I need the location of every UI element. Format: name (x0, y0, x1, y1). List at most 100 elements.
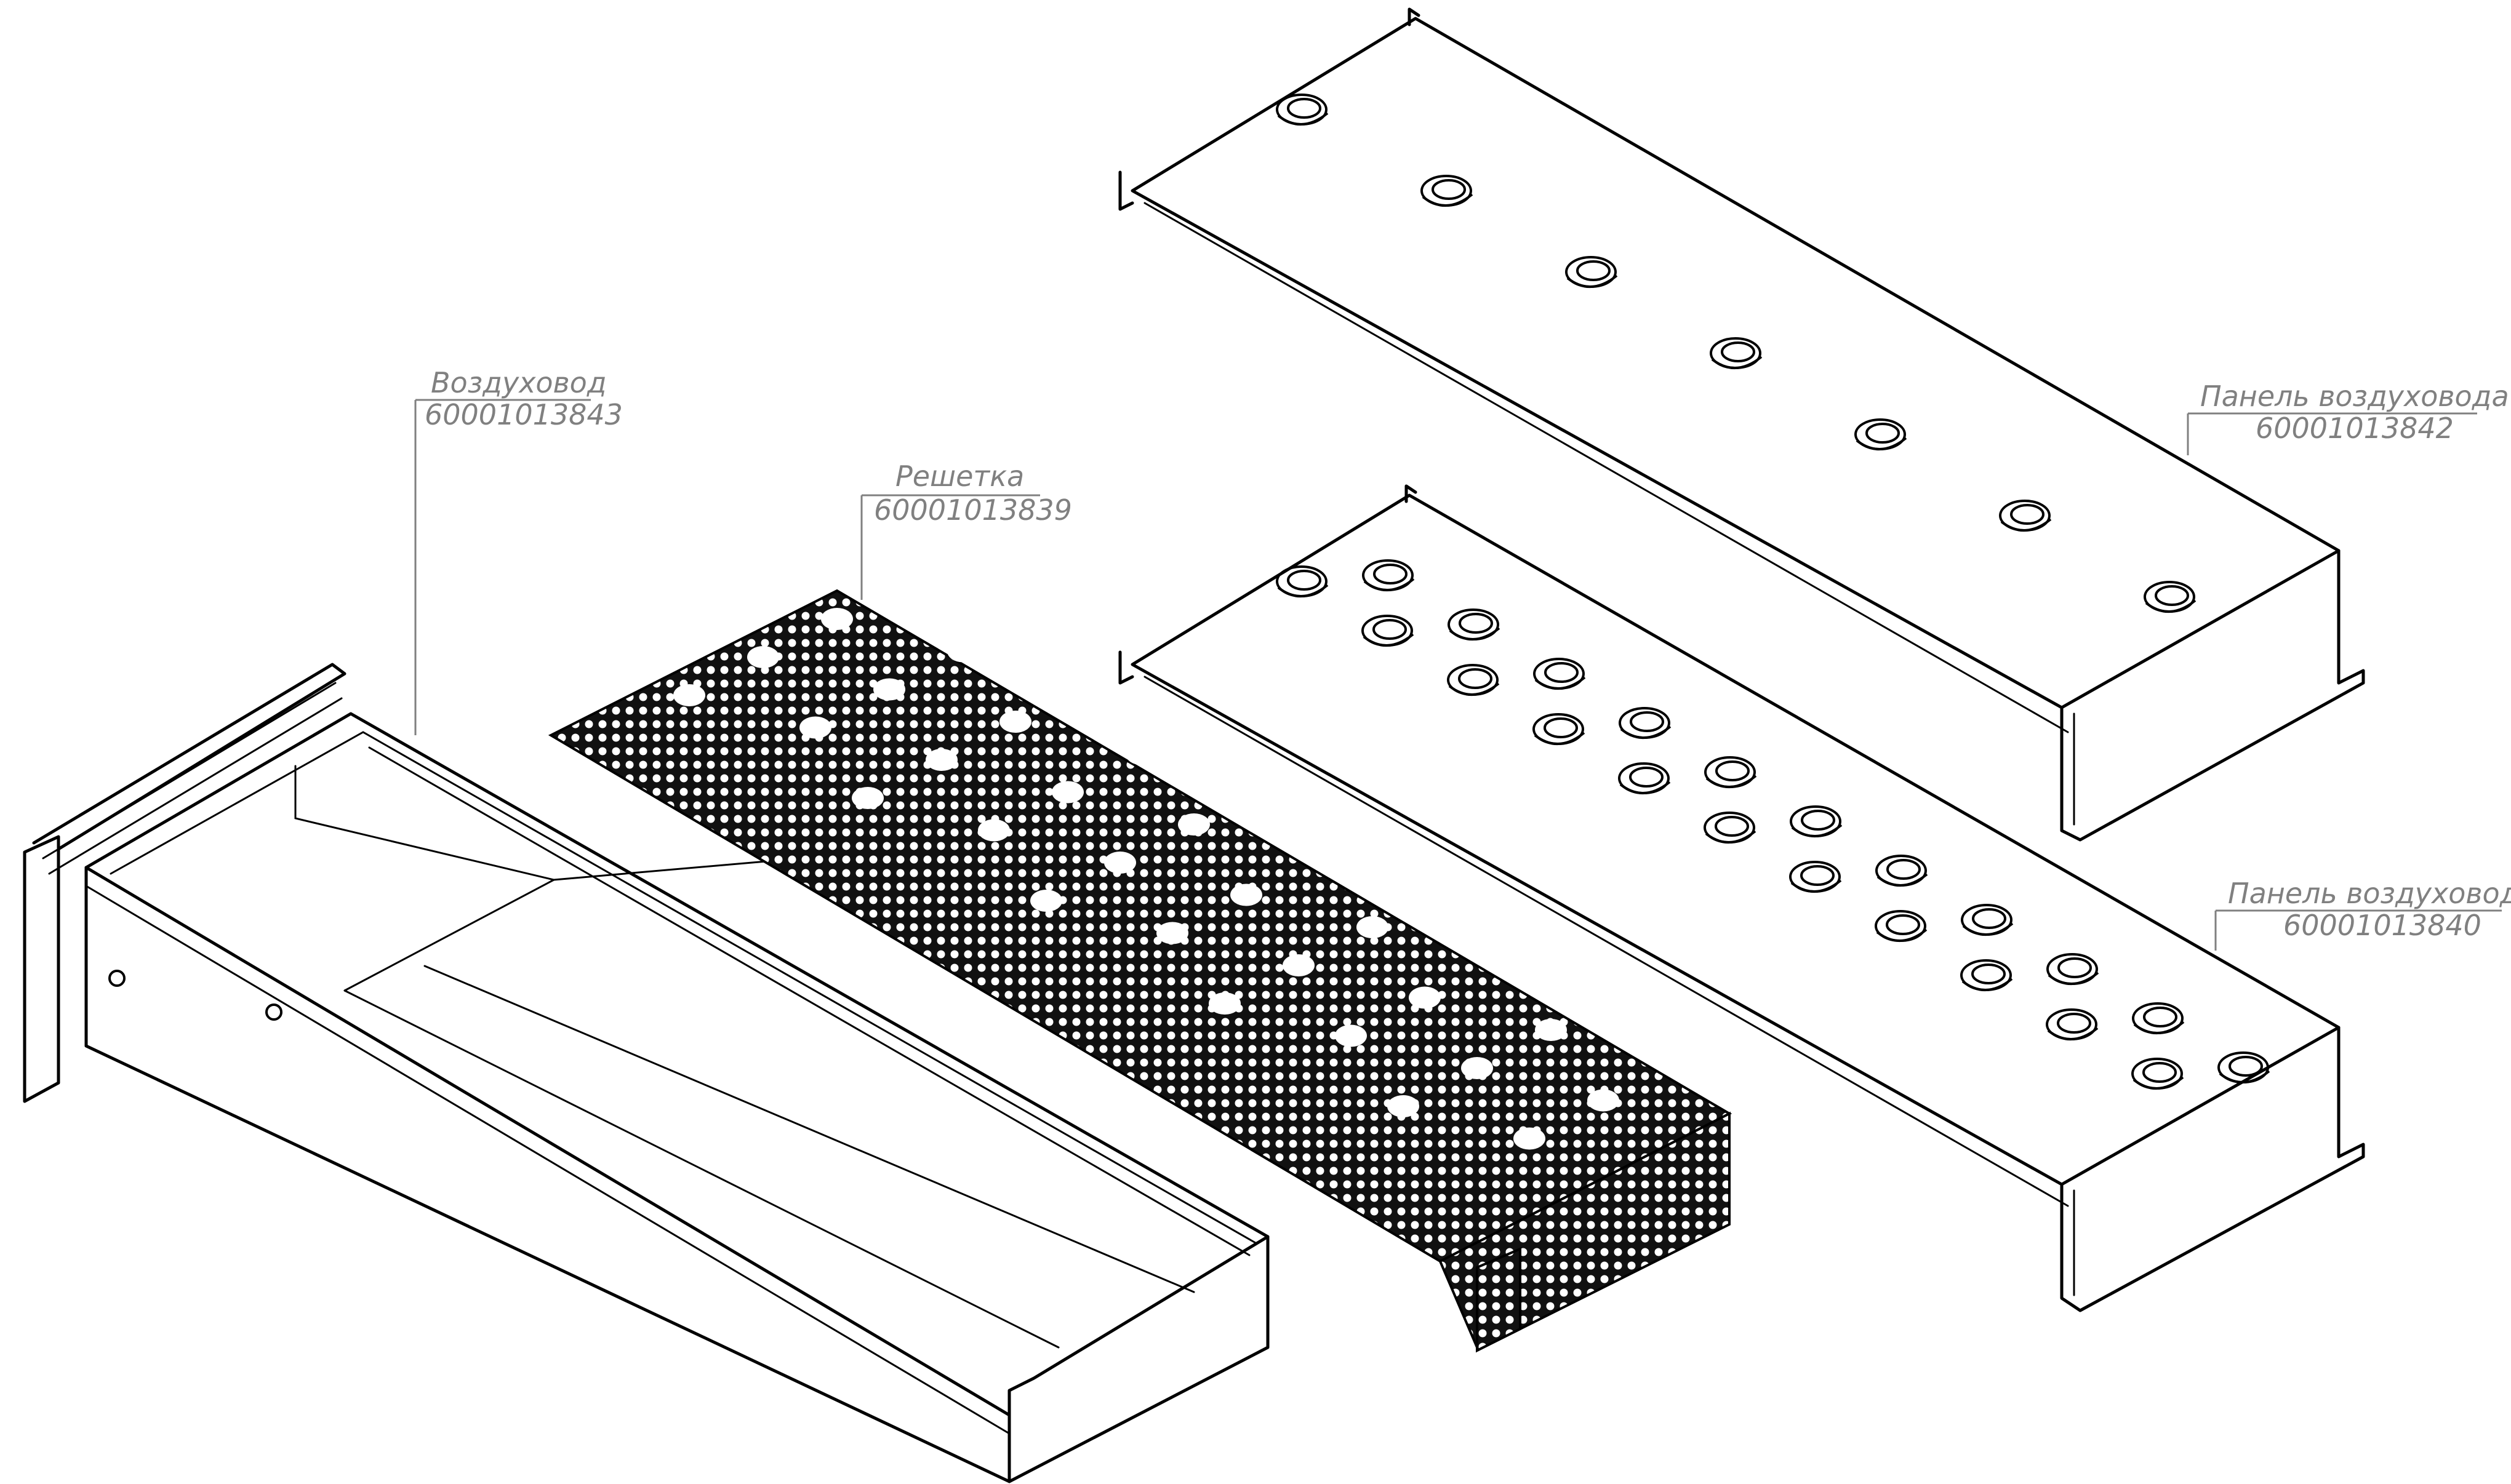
grille-hole-6 (873, 678, 905, 701)
callout-panel-bottom-name: Панель воздуховода (2228, 877, 2511, 910)
panel-top-hole-4 (1710, 337, 1763, 369)
grille-hole-15 (1126, 743, 1158, 765)
callout-panel-bottom-number: 60001013840 (2283, 909, 2481, 942)
panel-top-flange-left (1118, 170, 1134, 211)
duct-side-edge (85, 885, 1011, 1435)
panel-bottom-hole-10 (1704, 756, 1757, 788)
panel-bottom-hole-6 (1533, 658, 1586, 690)
grille-hole-19 (1178, 813, 1210, 836)
callout-panel-top: Панель воздуховода 60001013842 (2187, 380, 2509, 455)
panel-top-hole-2 (1420, 175, 1473, 207)
grille-top-face (548, 589, 1732, 1263)
panel-bottom-hole-13 (1789, 861, 1842, 893)
panel-bottom-front-wall (2060, 1026, 2365, 1312)
duct-flange-rail (32, 663, 346, 851)
duct-top-rail (84, 712, 1270, 1300)
grille-large-holes (673, 570, 1693, 1150)
panel-top-holes (1276, 94, 2197, 613)
grille-hole-17 (1030, 890, 1062, 912)
panel-bottom-hole-12 (1790, 805, 1843, 837)
callout-panel-top-name: Панель воздуховода (2200, 380, 2509, 413)
grille-end-tab (1476, 1247, 1521, 1353)
grille-hole-20 (1252, 775, 1284, 797)
panel-bottom-hole-19 (2046, 1008, 2099, 1040)
panel-top-hole-6 (1999, 500, 2052, 532)
duct-inner-groove (423, 965, 1195, 1293)
grille-hole-23 (1304, 845, 1336, 868)
duct-top-rail-inner-2 (368, 746, 1251, 1256)
panel-bottom-part (1118, 484, 2365, 1312)
grille-hole-18 (1104, 852, 1136, 874)
panel-bottom-hole-16 (1961, 904, 2014, 936)
grille-hole-26 (1283, 954, 1315, 976)
grille-hole-36 (1609, 981, 1641, 1003)
grille-hole-9 (852, 787, 884, 809)
grille-hole-38 (1587, 1089, 1619, 1112)
panel-bottom-hole-18 (2046, 953, 2099, 985)
grille-hole-11 (999, 711, 1031, 733)
panel-bottom-hole-2 (1362, 559, 1415, 591)
grille-hole-12 (1073, 672, 1105, 695)
panel-bottom-hole-5 (1447, 664, 1500, 696)
panel-top-hole-3 (1565, 256, 1618, 288)
panel-top-hole-7 (2144, 581, 2197, 613)
grille-hole-22 (1230, 884, 1262, 906)
grille-hole-2 (747, 646, 779, 668)
panel-bottom-edge-groove (1143, 676, 2069, 1207)
panel-top-front-wall (2060, 549, 2365, 842)
grille-hole-37 (1513, 1127, 1545, 1150)
panel-top-part (1118, 7, 2365, 842)
panel-bottom-hole-21 (2131, 1058, 2184, 1090)
duct-flange-rail-inner-2 (48, 697, 343, 875)
panel-bottom-hole-17 (1960, 959, 2013, 991)
panel-bottom-hole-15 (1875, 910, 1928, 942)
panel-bottom-hole-14 (1875, 855, 1928, 887)
panel-bottom-hole-22 (2217, 1051, 2270, 1083)
duct-floor-edge (1007, 1296, 1270, 1483)
grille-hole-30 (1409, 986, 1441, 1009)
panel-bottom-hole-20 (2132, 1002, 2185, 1034)
callout-panel-top-number: 60001013842 (2256, 412, 2454, 445)
callout-grille-number: 60001013839 (874, 493, 1072, 527)
grille-part (548, 570, 1732, 1353)
rivet-2 (265, 1003, 282, 1021)
callout-grille-name: Решетка (895, 460, 1024, 493)
callout-duct-number: 60001013843 (425, 398, 623, 431)
rivet-1 (108, 970, 126, 987)
duct-end-lip (1007, 1235, 1270, 1417)
duct-top-rail-inner (110, 731, 1257, 1244)
grille-hole-13 (978, 819, 1010, 842)
grille-hole-29 (1335, 1024, 1367, 1047)
duct-flange-rail-inner (42, 682, 337, 860)
panel-top-tab (1408, 7, 1420, 26)
panel-top-edge-groove (1143, 202, 2069, 733)
panel-top-hole-5 (1854, 418, 1907, 450)
duct-side-wall (84, 866, 1011, 1483)
panel-bottom-holes (1276, 559, 2270, 1090)
grille-hole-25 (1209, 992, 1241, 1015)
panel-bottom-hole-4 (1448, 608, 1500, 640)
grille-hole-35 (1535, 1019, 1567, 1041)
grille-hole-39 (1661, 1051, 1693, 1074)
grille-hole-28 (1430, 878, 1462, 900)
grille-hole-14 (1052, 781, 1084, 804)
grille-hole-31 (1483, 948, 1515, 971)
duct-inner-groove-2 (343, 989, 1060, 1349)
grille-hole-8 (1021, 602, 1053, 624)
callout-duct: Воздуховод 60001013843 (414, 366, 623, 735)
grille-hole-21 (1156, 922, 1188, 944)
grille-hole-1 (673, 684, 705, 706)
panel-bottom-hole-9 (1618, 762, 1671, 794)
panel-bottom-hole-7 (1532, 713, 1585, 745)
panel-bottom-hole-8 (1619, 707, 1672, 739)
duct-inner-wall (294, 765, 557, 992)
duct-flange (23, 835, 60, 1103)
grille-hole-34 (1461, 1057, 1493, 1079)
panel-bottom-hole-11 (1704, 812, 1756, 844)
grille-hole-10 (926, 749, 958, 771)
grille-hole-27 (1356, 916, 1388, 938)
panel-top-hole-1 (1276, 94, 1329, 126)
grille-hole-3 (821, 608, 853, 630)
panel-bottom-hole-1 (1276, 565, 1329, 597)
panel-bottom-hole-3 (1361, 615, 1414, 647)
